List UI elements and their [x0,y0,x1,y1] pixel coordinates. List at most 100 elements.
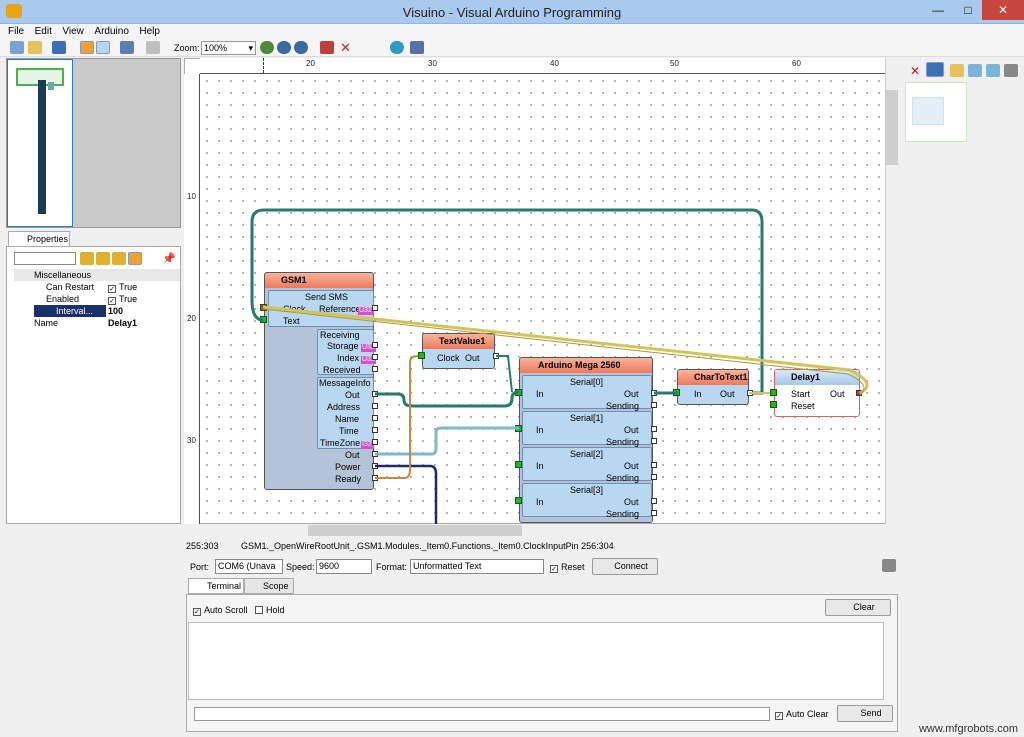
filter-icon[interactable] [80,252,94,265]
menu-arduino[interactable]: Arduino [94,24,128,39]
property-row[interactable]: Enabled ✓True [14,293,180,305]
clear-button[interactable]: Clear [825,599,891,616]
zoom-out-icon[interactable] [277,41,291,54]
sort-icon[interactable] [128,252,142,265]
horizontal-scroll-thumb[interactable] [308,525,522,536]
new-file-icon[interactable] [10,41,24,54]
gsm1-index-pin[interactable] [372,354,378,360]
text-value1-header[interactable]: TextValue1 [423,334,494,349]
tab-terminal[interactable]: Terminal [188,578,244,594]
hold-checkbox[interactable] [255,606,263,614]
send-button[interactable]: Send [837,705,893,722]
expand-all-icon[interactable] [968,64,982,77]
text-value1-out-pin[interactable] [493,353,499,359]
serial3-out-pin[interactable] [651,498,657,504]
gsm1-name-pin[interactable] [372,415,378,421]
gsm1-header[interactable]: GSM1 [265,273,373,288]
horizontal-scrollbar[interactable] [184,524,900,537]
serial2-out-pin[interactable] [651,462,657,468]
serial1-sending-pin[interactable] [651,438,657,444]
property-row[interactable]: Can Restart ✓True [14,281,180,293]
menu-file[interactable]: File [8,24,24,39]
delay1-out-pin[interactable] [856,390,862,396]
auto-clear-checkbox[interactable]: ✓ [775,712,783,720]
maximize-button[interactable]: □ [954,0,982,20]
format-select[interactable]: Unformatted Text [410,559,544,574]
zoom-select[interactable]: 100% [201,41,256,55]
delay1-reset-pin[interactable] [770,401,777,408]
upload-icon[interactable] [390,41,404,54]
undo-icon[interactable] [120,41,134,54]
send-input[interactable] [194,707,770,721]
serial0-out-pin[interactable] [651,390,657,396]
menu-edit[interactable]: Edit [35,24,52,39]
checkbox-icon[interactable]: ✓ [108,297,116,305]
gsm1-out2-pin[interactable] [372,451,378,457]
folder-icon[interactable] [950,64,964,77]
char-to-text1-in-pin[interactable] [673,389,680,396]
component-preview[interactable] [905,82,967,142]
arduino-mega-component[interactable]: Arduino Mega 2560 Serial[0] In Out Sendi… [519,357,653,523]
arduino-mega-header[interactable]: Arduino Mega 2560 [520,358,652,373]
serial-tools-icon[interactable] [882,559,896,572]
text-value1-clock-pin[interactable] [418,352,425,359]
overview-panel[interactable] [6,58,181,228]
auto-scroll-checkbox[interactable]: ✓ [193,608,201,616]
property-group-row[interactable]: Miscellaneous [14,269,180,281]
redo-icon[interactable] [146,41,160,54]
delay1-component[interactable]: Delay1 Start Reset Out [774,369,860,417]
tab-properties[interactable]: Properties [8,231,70,246]
grid-icon[interactable] [96,41,110,54]
serial1-in-pin[interactable] [515,425,522,432]
serial3-in-pin[interactable] [515,497,522,504]
char-to-text1-component[interactable]: CharToText1 In Out [677,369,749,405]
snap-icon[interactable] [80,41,94,54]
property-value[interactable]: Delay1 [108,317,137,329]
pin-icon[interactable]: 📌 [162,252,176,265]
terminal-output[interactable] [188,622,884,700]
gsm1-text-pin[interactable] [260,316,267,323]
help-icon[interactable] [410,41,424,54]
port-select[interactable]: COM6 (Unava [215,559,283,574]
connect-button[interactable]: Connect [592,558,658,575]
gsm1-reference-pin[interactable] [372,305,378,311]
tab-scope[interactable]: Scope [244,578,294,594]
compile-icon[interactable] [320,41,334,54]
gsm1-out-pin[interactable] [372,391,378,397]
property-row-selected[interactable]: Interval... 100 [14,305,180,317]
gsm1-address-pin[interactable] [372,403,378,409]
delete-icon[interactable]: ✕ [340,41,354,54]
filter-component-icon[interactable] [926,62,944,77]
gsm1-storage-pin[interactable] [372,342,378,348]
close-button[interactable]: ✕ [982,0,1024,20]
menu-help[interactable]: Help [139,24,160,39]
collapse-all-icon[interactable] [986,64,1000,77]
char-to-text1-header[interactable]: CharToText1 [678,370,748,385]
vertical-scroll-thumb[interactable] [886,90,898,165]
property-row[interactable]: Name Delay1 [14,317,180,329]
serial2-in-pin[interactable] [515,461,522,468]
serial0-sending-pin[interactable] [651,402,657,408]
gsm1-clock-pin[interactable] [260,304,267,311]
text-value1-component[interactable]: TextValue1 Clock Out [422,333,495,369]
zoom-fit-icon[interactable] [294,41,308,54]
gsm1-timezone-pin[interactable] [372,439,378,445]
minimize-button[interactable]: — [924,0,952,20]
gsm1-ready-pin[interactable] [372,475,378,481]
reset-checkbox[interactable]: ✓ [550,565,558,573]
save-icon[interactable] [52,41,66,54]
checkbox-icon[interactable]: ✓ [108,285,116,293]
speed-select[interactable]: 9600 [316,559,372,574]
expand-icon[interactable] [96,252,110,265]
gsm1-time-pin[interactable] [372,427,378,433]
serial0-in-pin[interactable] [515,389,522,396]
serial1-out-pin[interactable] [651,426,657,432]
zoom-in-icon[interactable] [260,41,274,54]
property-value[interactable]: 100 [108,305,123,317]
serial2-sending-pin[interactable] [651,474,657,480]
gsm1-component[interactable]: GSM1 Send SMS Clock Reference Text Recei… [264,272,374,490]
overview-viewport[interactable] [7,59,73,227]
collapse-icon[interactable] [112,252,126,265]
remove-icon[interactable]: ✕ [910,64,924,77]
char-to-text1-out-pin[interactable] [747,390,753,396]
